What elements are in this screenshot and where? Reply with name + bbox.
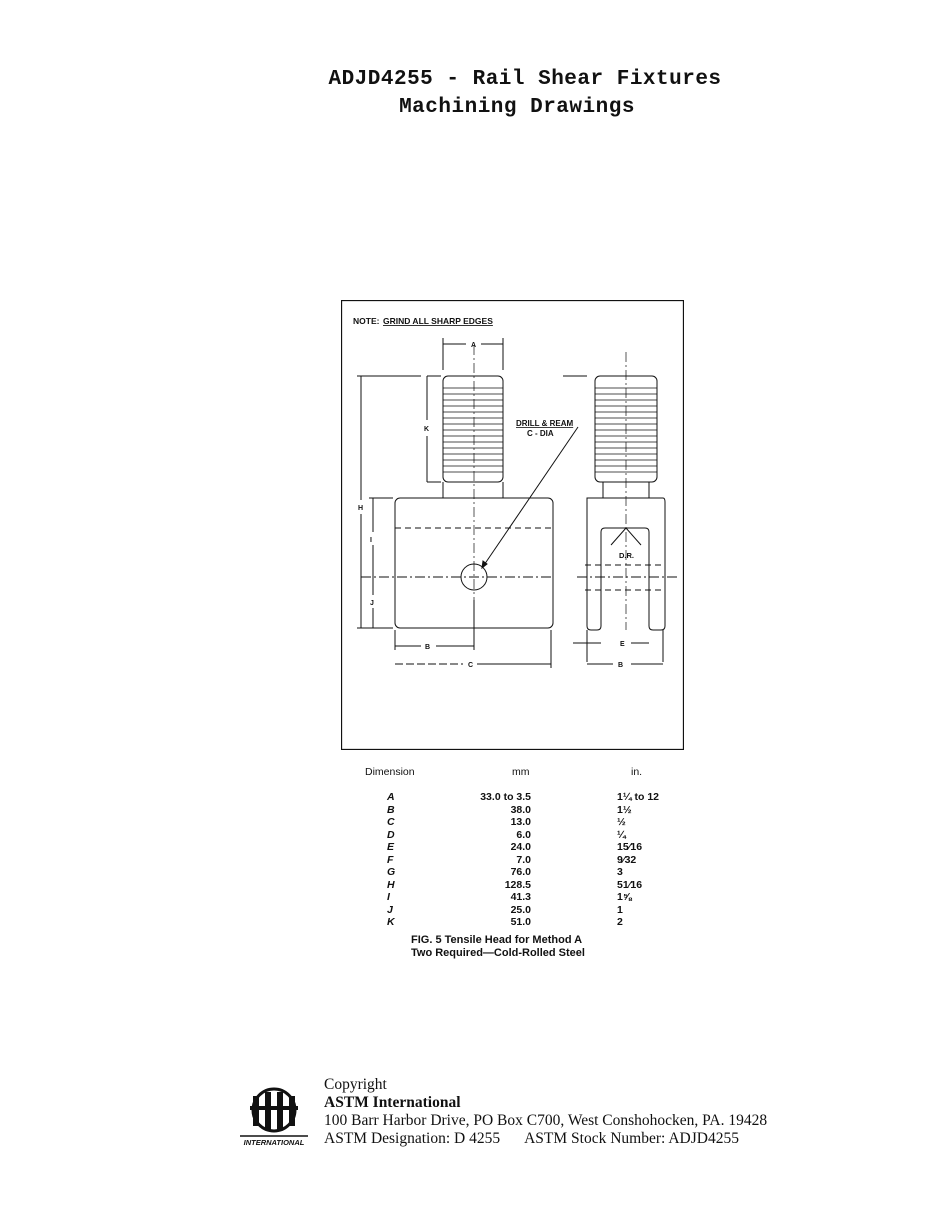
caption-line1: FIG. 5 Tensile Head for Method A xyxy=(411,934,583,946)
row-letter: J xyxy=(387,903,393,916)
dim-label-dr: D.R. xyxy=(619,551,634,560)
table-row: H 128.5 51⁄16 xyxy=(365,879,685,892)
dim-label-k: K xyxy=(424,426,429,433)
drill-label-line2: C - DIA xyxy=(527,429,554,438)
row-letter: I xyxy=(387,891,390,903)
row-in: 1¼ to 12 xyxy=(617,791,660,803)
dim-label-b-side: B xyxy=(618,662,623,669)
table-row: I 41.3 1⅝ xyxy=(365,891,685,904)
row-in: ¼ xyxy=(617,828,626,841)
row-in: 15⁄16 xyxy=(617,841,643,853)
row-mm: 41.3 xyxy=(510,891,531,903)
row-letter: A xyxy=(387,791,395,803)
footer-copyright: Copyright xyxy=(324,1076,387,1093)
row-mm: 24.0 xyxy=(510,841,531,853)
row-mm: 6.0 xyxy=(516,828,531,841)
dimension-header: Dimension xyxy=(365,766,415,778)
row-mm: 51.0 xyxy=(510,916,531,928)
row-in: 1½ xyxy=(617,803,632,816)
document-title-line1: ADJD4255 - Rail Shear Fixtures xyxy=(328,68,722,91)
table-row: K 51.0 2 xyxy=(365,916,685,929)
astm-logo: INTERNATIONAL xyxy=(240,1087,308,1147)
row-letter: H xyxy=(387,878,395,891)
row-in: 1 xyxy=(617,903,623,916)
document-title-line2: Machining Drawings xyxy=(399,96,635,119)
footer-org: ASTM International xyxy=(324,1094,461,1111)
mm-header: mm xyxy=(512,766,530,778)
drawing-note-text: GRIND ALL SHARP EDGES xyxy=(383,316,493,326)
figure-caption: FIG. 5 Tensile Head for Method A Two Req… xyxy=(411,934,585,960)
dim-label-h: H xyxy=(358,505,363,512)
table-row: G 76.0 3 xyxy=(365,866,685,879)
dim-label-b-front: B xyxy=(425,644,430,651)
row-letter: D xyxy=(387,828,395,841)
table-row: F 7.0 9⁄32 xyxy=(365,854,685,867)
row-mm: 13.0 xyxy=(510,816,531,828)
table-row: J 25.0 1 xyxy=(365,904,685,917)
technical-drawing: NOTE: GRIND ALL SHARP EDGES DRILL & REAM… xyxy=(341,300,684,750)
row-mm: 128.5 xyxy=(504,878,531,891)
drawing-border xyxy=(341,300,684,750)
row-letter: E xyxy=(387,841,395,853)
dim-label-e: E xyxy=(620,641,625,648)
table-row: A 33.0 to 3.5 1¼ to 12 xyxy=(365,791,685,804)
row-in: ½ xyxy=(617,816,626,828)
row-mm: 38.0 xyxy=(510,803,531,816)
row-letter: F xyxy=(387,853,394,866)
front-thread-lines xyxy=(443,387,503,473)
row-letter: K xyxy=(387,916,395,928)
row-letter: G xyxy=(387,866,396,878)
front-view-neck xyxy=(442,482,504,498)
logo-text: INTERNATIONAL xyxy=(244,1138,305,1147)
row-mm: 7.0 xyxy=(516,853,531,866)
caption-line2: Two Required—Cold-Rolled Steel xyxy=(411,947,585,959)
row-in: 51⁄16 xyxy=(617,878,643,891)
table-row: B 38.0 1½ xyxy=(365,804,685,817)
footer: Copyright ASTM International 100 Barr Ha… xyxy=(324,1076,767,1148)
dim-label-i: I xyxy=(370,537,372,544)
footer-stock-number: ASTM Stock Number: ADJD4255 xyxy=(524,1130,739,1147)
front-view-grip xyxy=(442,375,504,483)
row-mm: 33.0 to 3.5 xyxy=(480,791,531,803)
drill-label-line1: DRILL & REAM xyxy=(516,419,574,428)
row-in: 9⁄32 xyxy=(617,853,637,866)
table-row: C 13.0 ½ xyxy=(365,816,685,829)
drawing-note-prefix: NOTE: xyxy=(353,316,380,326)
row-mm: 76.0 xyxy=(510,866,531,878)
footer-designation: ASTM Designation: D 4255 xyxy=(324,1130,501,1147)
footer-address: 100 Barr Harbor Drive, PO Box C700, West… xyxy=(324,1112,768,1129)
row-letter: B xyxy=(387,803,395,816)
row-letter: C xyxy=(387,816,395,828)
dim-label-c: C xyxy=(468,662,473,669)
row-mm: 25.0 xyxy=(510,903,531,916)
table-row: E 24.0 15⁄16 xyxy=(365,841,685,854)
dim-label-j: J xyxy=(370,600,374,607)
row-in: 3 xyxy=(617,866,623,878)
dim-label-a: A xyxy=(471,342,476,349)
in-header: in. xyxy=(631,766,643,778)
table-row: D 6.0 ¼ xyxy=(365,829,685,842)
row-in: 1⅝ xyxy=(617,891,632,903)
side-view-body xyxy=(586,497,666,631)
drill-leader xyxy=(481,426,579,569)
row-in: 2 xyxy=(617,916,623,928)
footer-designation-line: ASTM Designation: D 4255 ASTM Stock Numbe… xyxy=(324,1130,767,1148)
